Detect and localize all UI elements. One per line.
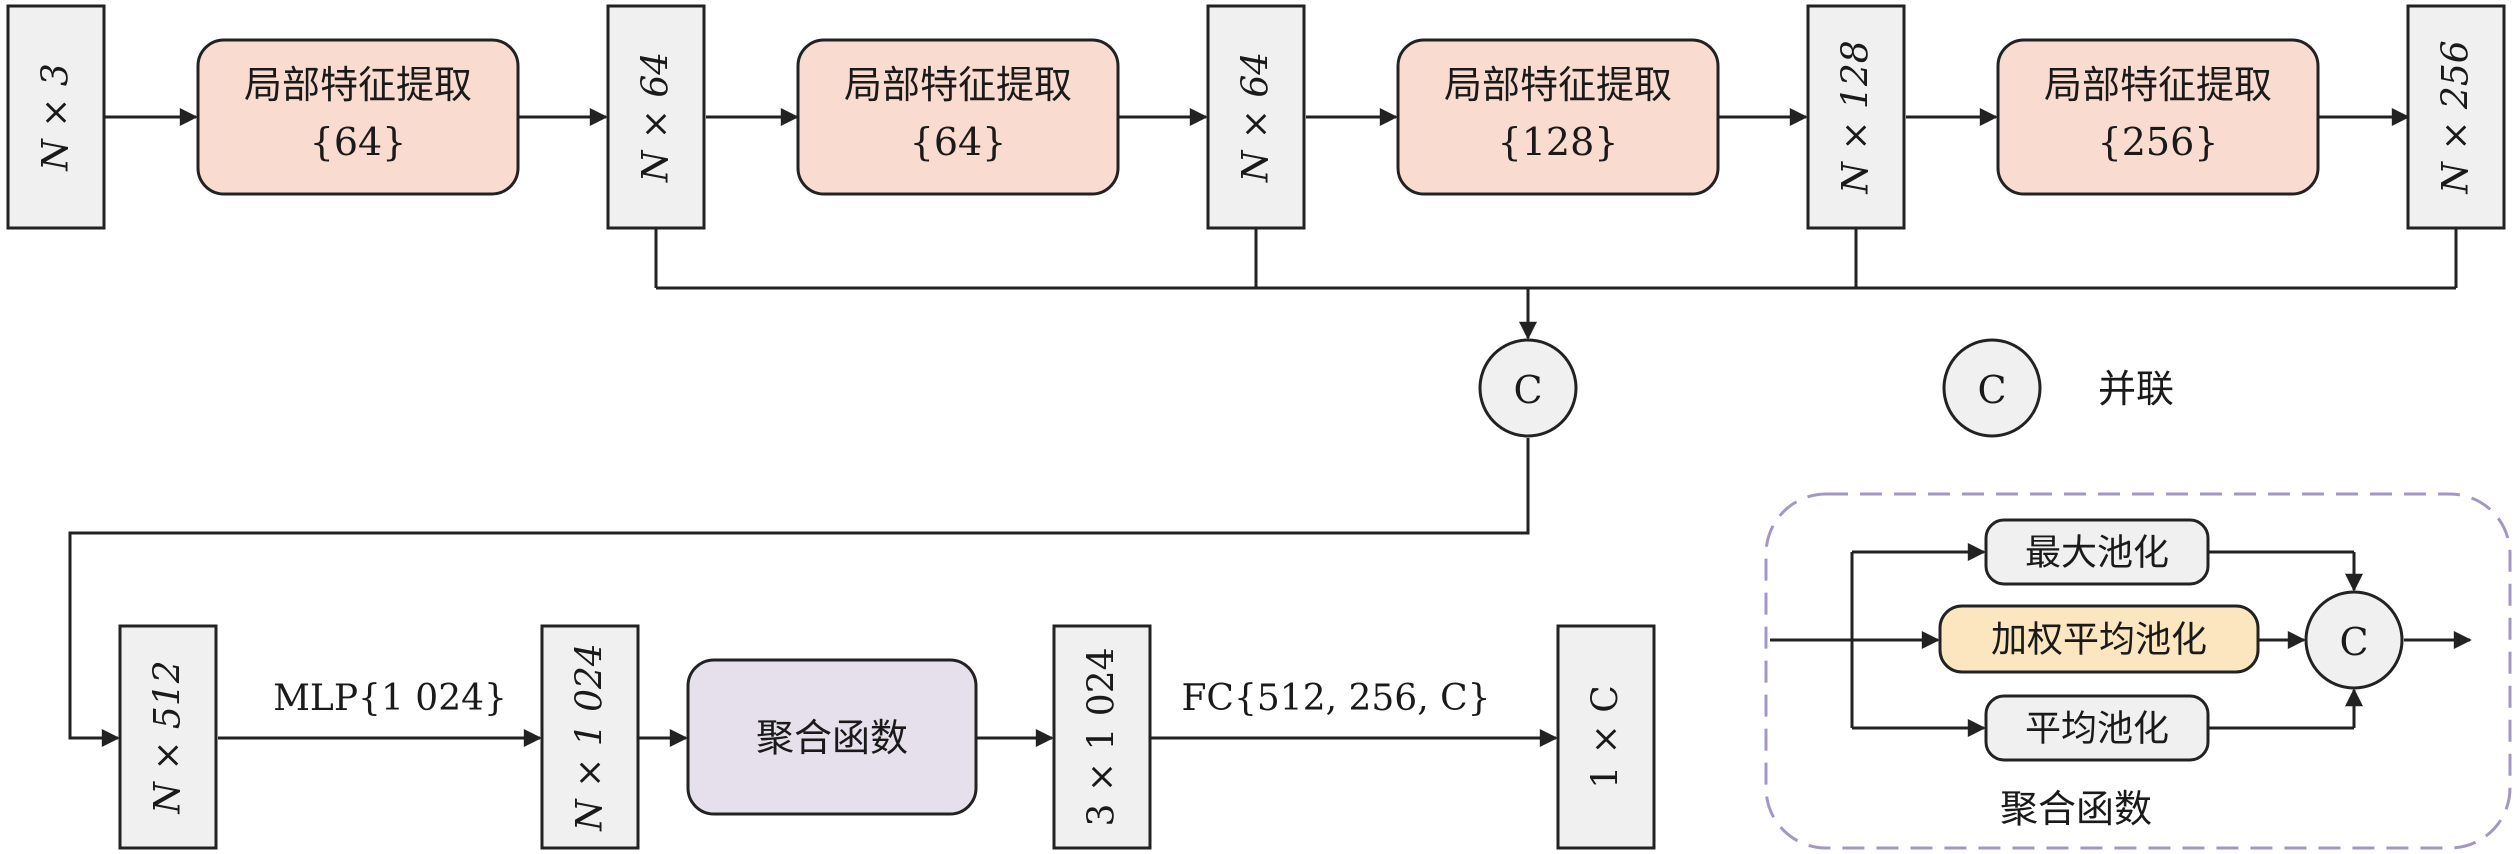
inset-concat-symbol: C [2339, 620, 2368, 664]
local-feature-param-3: {128} [1498, 120, 1619, 164]
legend-concat-icon [1942, 338, 2042, 438]
output-tensor-1c: 1 × C [1556, 624, 1656, 850]
local-feature-title-4: 局部特征提取 [2044, 63, 2272, 107]
tensor-out-4: N × 256 [2406, 4, 2506, 230]
tensor-3x1024-label: 3 × 1 024 [1082, 647, 1123, 826]
local-feature-block-3: 局部特征提取 {128} [1396, 38, 1720, 196]
avg-pool-label: 平均池化 [2025, 709, 2169, 750]
inset-concat-node: C [2304, 590, 2404, 690]
tensor-out-4-label: N × 256 [2436, 40, 2477, 194]
tensor-n1024-label: N × 1 024 [570, 643, 611, 832]
local-feature-block-1: 局部特征提取 {64} [196, 38, 520, 196]
tensor-out-3: N × 128 [1806, 4, 1906, 230]
fc-label: FC{512, 256, C} [1181, 678, 1490, 719]
concat-node: C [1478, 338, 1578, 438]
skip-connection-bus [654, 229, 2458, 340]
inset-border [1764, 492, 2512, 850]
legend: C 并联 [1942, 338, 2174, 438]
weighted-avg-pool-label: 加权平均池化 [1991, 620, 2207, 661]
local-feature-block-4: 局部特征提取 {256} [1996, 38, 2320, 196]
tensor-n512: N × 512 [118, 624, 218, 850]
local-feature-param-2: {64} [910, 120, 1007, 164]
tensor-n1024: N × 1 024 [540, 624, 640, 850]
avg-pool-block: 平均池化 [1984, 694, 2210, 762]
tensor-out-2: N × 64 [1206, 4, 1306, 230]
input-tensor-label: N × 3 [36, 63, 77, 171]
legend-symbol: C [1977, 368, 2006, 412]
mlp-label: MLP{1 024} [273, 678, 507, 719]
legend-label: 并联 [2098, 367, 2174, 411]
tensor-out-3-label: N × 128 [1836, 40, 1877, 194]
tensor-3x1024: 3 × 1 024 [1052, 624, 1152, 850]
tensor-out-1: N × 64 [606, 4, 706, 230]
max-pool-block: 最大池化 [1984, 518, 2210, 586]
aggregation-block: 聚合函数 [686, 658, 978, 816]
aggregation-inset: 最大池化 加权平均池化 平均池化 C 聚合函数 [1764, 492, 2512, 850]
concat-to-n512-connector [68, 438, 1530, 747]
tensor-n512-label: N × 512 [148, 660, 189, 814]
aggregation-label: 聚合函数 [756, 716, 908, 760]
local-feature-param-4: {256} [2098, 120, 2219, 164]
local-feature-title-2: 局部特征提取 [844, 63, 1072, 107]
inset-caption: 聚合函数 [2000, 787, 2152, 831]
tensor-out-1-label: N × 64 [636, 52, 677, 183]
max-pool-label: 最大池化 [2025, 533, 2169, 574]
output-tensor-label: 1 × C [1586, 685, 1627, 789]
tensor-out-2-label: N × 64 [1236, 52, 1277, 183]
local-feature-block-2: 局部特征提取 {64} [796, 38, 1120, 196]
local-feature-param-1: {64} [310, 120, 407, 164]
concat-symbol: C [1513, 368, 1542, 412]
input-tensor-n3: N × 3 [6, 4, 106, 230]
local-feature-title-1: 局部特征提取 [244, 63, 472, 107]
local-feature-title-3: 局部特征提取 [1444, 63, 1672, 107]
weighted-avg-pool-block: 加权平均池化 [1938, 604, 2260, 674]
